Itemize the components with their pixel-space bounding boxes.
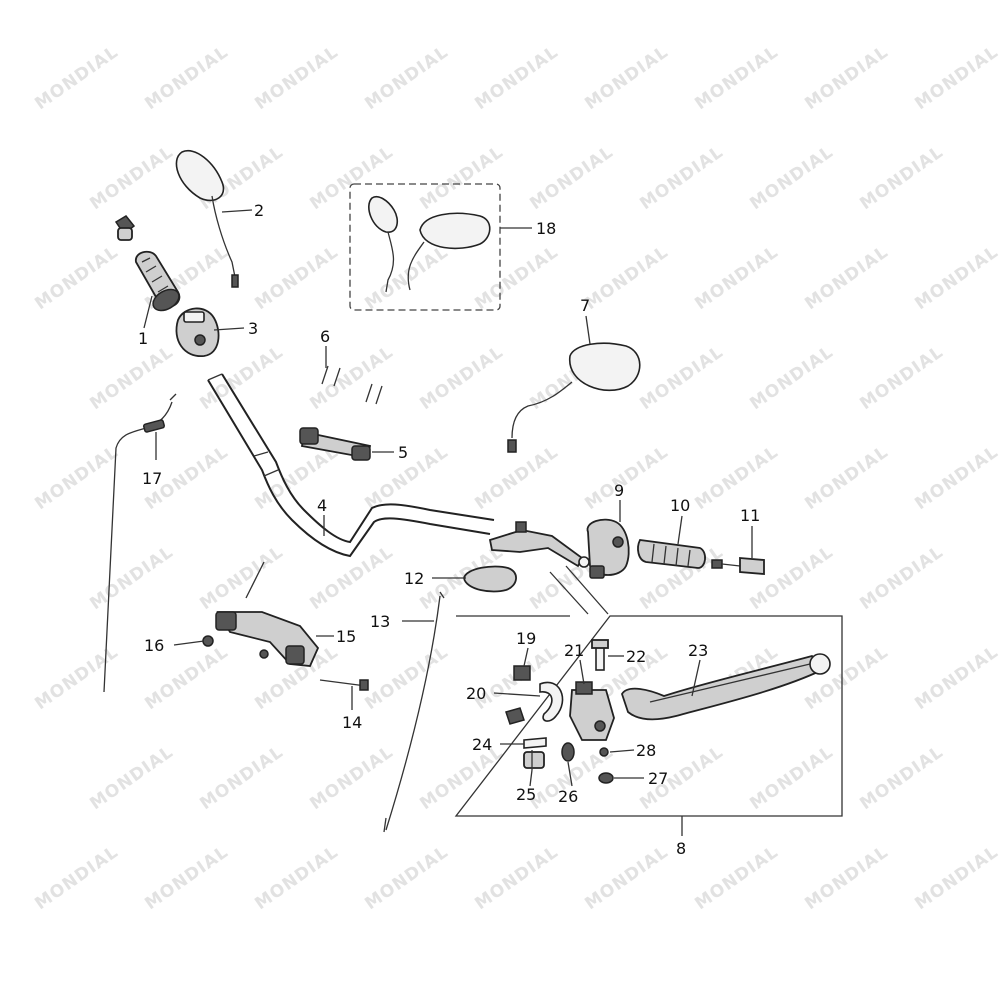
part-4-handlebar [207, 373, 495, 558]
part-24-spring-pin [523, 737, 547, 749]
callout-27: 27 [648, 769, 668, 788]
callout-15: 15 [336, 627, 356, 646]
callout-7: 7 [580, 296, 590, 315]
part-19-screw [513, 665, 531, 681]
part-3-switch-housing [175, 307, 220, 357]
part-27-nut [598, 772, 614, 784]
callout-18: 18 [536, 219, 556, 238]
callout-16: 16 [144, 636, 164, 655]
part-10-right-grip [637, 539, 706, 569]
callout-6: 6 [320, 327, 330, 346]
callout-13: 13 [370, 612, 390, 631]
callout-12: 12 [404, 569, 424, 588]
callout-23: 23 [688, 641, 708, 660]
callout-labels: 1 2 3 4 5 6 7 8 9 10 11 12 13 14 15 16 1… [138, 201, 760, 858]
part-22-pivot-bolt [591, 639, 609, 671]
part-14-bolt [319, 679, 369, 691]
callout-25: 25 [516, 785, 536, 804]
callout-5: 5 [398, 443, 408, 462]
part-2-left-mirror [175, 149, 239, 288]
leader-lines [143, 209, 753, 836]
part-25-adjuster [523, 750, 545, 770]
callout-3: 3 [248, 319, 258, 338]
part-13-throttle-cable [383, 591, 445, 833]
callout-1: 1 [138, 329, 148, 348]
part-8-lever-assembly-box [454, 565, 843, 817]
part-28-washer [599, 747, 609, 757]
callout-2: 2 [254, 201, 264, 220]
callout-28: 28 [636, 741, 656, 760]
callout-19: 19 [516, 629, 536, 648]
part-17-cable [103, 393, 177, 693]
part-16-nut [202, 635, 214, 647]
part-11-bar-end [711, 557, 765, 575]
callout-17: 17 [142, 469, 162, 488]
part-1-throttle-grip [114, 215, 181, 312]
callout-14: 14 [342, 713, 362, 732]
part-26-ring [561, 742, 575, 762]
part-7-right-mirror [507, 342, 641, 453]
callout-21: 21 [564, 641, 584, 660]
part-23-brake-lever [621, 653, 831, 721]
callout-24: 24 [472, 735, 492, 754]
callout-20: 20 [466, 684, 486, 703]
callout-9: 9 [614, 481, 624, 500]
callout-4: 4 [317, 496, 327, 515]
part-9-right-switch [586, 518, 630, 579]
part-21-lever-perch [569, 681, 615, 741]
callout-8: 8 [676, 839, 686, 858]
part-18-mirror-set [349, 183, 501, 311]
callout-26: 26 [558, 787, 578, 806]
part-15-lower-clamp [215, 561, 320, 667]
callout-22: 22 [626, 647, 646, 666]
mounted-brake-lever [488, 521, 590, 568]
part-6-screws [321, 365, 383, 405]
part-12-lever-guard [463, 565, 517, 593]
callout-11: 11 [740, 506, 760, 525]
callout-10: 10 [670, 496, 690, 515]
part-20-clamp-half [505, 681, 564, 725]
part-5-upper-clamp [299, 427, 372, 461]
